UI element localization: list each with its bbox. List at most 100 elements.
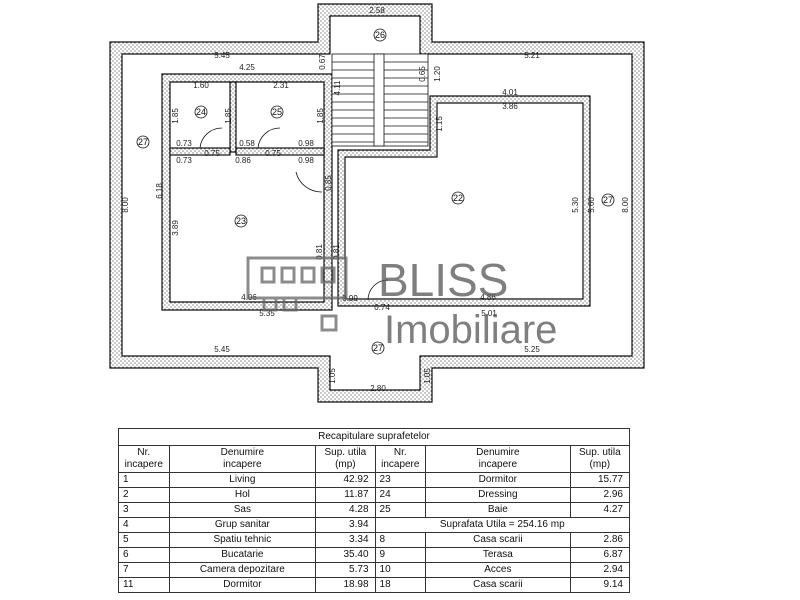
dim-label: 0.98 [298,156,314,165]
cell-nr: 5 [118,532,170,548]
cell-denumire: Living [168,472,317,488]
cell-denumire: Sas [168,502,317,518]
cell-sup: 4.28 [315,502,376,518]
doors [199,127,389,301]
dim-label: 0.73 [176,139,192,148]
dim-label: 0.98 [298,139,314,148]
dim-label: 0.86 [235,156,251,165]
dim-label: 0.99 [342,294,358,303]
dim-label: 3.89 [171,220,180,236]
dim-label: 8.00 [621,197,630,213]
dim-label: 2.80 [370,384,386,393]
cell-sup: 2.86 [569,532,631,548]
cell-sup: 2.94 [569,562,631,578]
cell-nr: 2 [118,487,170,503]
table-row: 11 Dormitor 18.98 18 Casa scarii 9.14 [118,577,631,593]
outer-wall [109,3,645,403]
dim-label: 4.01 [502,88,518,97]
header-sup-2: Sup. utila(mp) [569,445,631,473]
dim-label: 1.85 [316,108,325,124]
cell-denumire: Camera depozitare [168,562,317,578]
table-row: 6 Bucatarie 35.40 9 Terasa 6.87 [118,547,631,563]
header-nr-2: Nr.incapere [374,445,427,473]
room-no-27-bottom: 27 [373,343,383,353]
cell-denumire: Dormitor [168,577,317,593]
dim-label: 5.25 [524,345,540,354]
room-no-26: 26 [375,30,385,40]
area-summary-table: Recapitulare suprafetelor Nr.incapere De… [118,428,631,593]
table-row: 7 Camera depozitare 5.73 10 Acces 2.94 [118,562,631,578]
cell-denumire: Dormitor [425,472,571,488]
cell-sup: 11.87 [315,487,376,503]
dim-label: 1.05 [423,368,432,384]
cell-denumire: Bucatarie [168,547,317,563]
dim-label: 0.81 [315,244,324,260]
total-area-cell: Suprafata Utila = 254.16 mp [374,517,631,533]
dim-label: 4.25 [239,63,255,72]
dim-label: 5.01 [481,309,497,318]
dim-label: 0.65 [418,66,427,82]
cell-sup: 6.87 [569,547,631,563]
dim-label: 1.60 [193,81,209,90]
dim-label: 5.45 [214,51,230,60]
cell-denumire: Casa scarii [425,577,571,593]
dim-label: 5.21 [524,51,540,60]
dim-label: 6.18 [155,183,164,199]
cell-denumire: Terasa [425,547,571,563]
cell-nr: 18 [374,577,427,593]
cell-sup: 3.34 [315,532,376,548]
dim-label: 4.11 [333,80,342,96]
cell-nr: 10 [374,562,427,578]
room-no-23: 23 [236,216,246,226]
cell-denumire: Spatiu tehnic [168,532,317,548]
dim-label: 1.85 [224,108,233,124]
room-markers: 22 23 24 25 26 27 27 27 [136,28,615,355]
cell-sup: 18.98 [315,577,376,593]
dim-label: 1.15 [435,116,444,132]
cell-denumire: Baie [425,502,571,518]
dim-label: 0.75 [265,149,281,158]
cell-nr: 11 [118,577,170,593]
cell-nr: 8 [374,532,427,548]
dim-label: 8.00 [121,197,130,213]
dim-label: 0.67 [318,54,327,70]
room-no-27-left: 27 [138,137,148,147]
cell-nr: 4 [118,517,170,533]
dim-label: 0.74 [374,303,390,312]
cell-nr: 6 [118,547,170,563]
dim-label: 1.05 [328,368,337,384]
bliss-logo-watermark [246,256,348,332]
header-sup: Sup. utila(mp) [315,445,376,473]
room-no-24: 24 [196,107,206,117]
room-no-22: 22 [453,193,463,203]
watermark-bliss: BLISS [378,254,508,306]
dim-label: 5.30 [571,197,580,213]
cell-nr: 9 [374,547,427,563]
header-nr: Nr.incapere [118,445,170,473]
cell-sup: 4.27 [569,502,631,518]
cell-sup: 42.92 [315,472,376,488]
cell-denumire: Grup sanitar [168,517,317,533]
table-row: 4 Grup sanitar 3.94 Suprafata Utila = 25… [118,517,631,533]
cell-denumire: Hol [168,487,317,503]
cell-sup: 2.96 [569,487,631,503]
table-caption: Recapitulare suprafetelor [118,428,630,446]
cell-denumire: Casa scarii [425,532,571,548]
dim-label: 5.45 [214,345,230,354]
cell-nr: 7 [118,562,170,578]
dim-label: 0.81 [332,244,341,260]
cell-denumire: Acces [425,562,571,578]
dim-label: 0.58 [239,139,255,148]
dim-label: 0.73 [176,156,192,165]
dim-label: 1.85 [171,108,180,124]
dim-label: 3.86 [502,102,518,111]
table-row: 3 Sas 4.28 25 Baie 4.27 [118,502,631,518]
room-no-25: 25 [272,107,282,117]
table-row: 1 Living 42.92 23 Dormitor 15.77 [118,472,631,488]
watermark-imobiliare: Imobiliare [384,308,557,352]
cell-nr: 3 [118,502,170,518]
cell-nr: 23 [374,472,427,488]
dim-label: 0.85 [324,175,333,191]
